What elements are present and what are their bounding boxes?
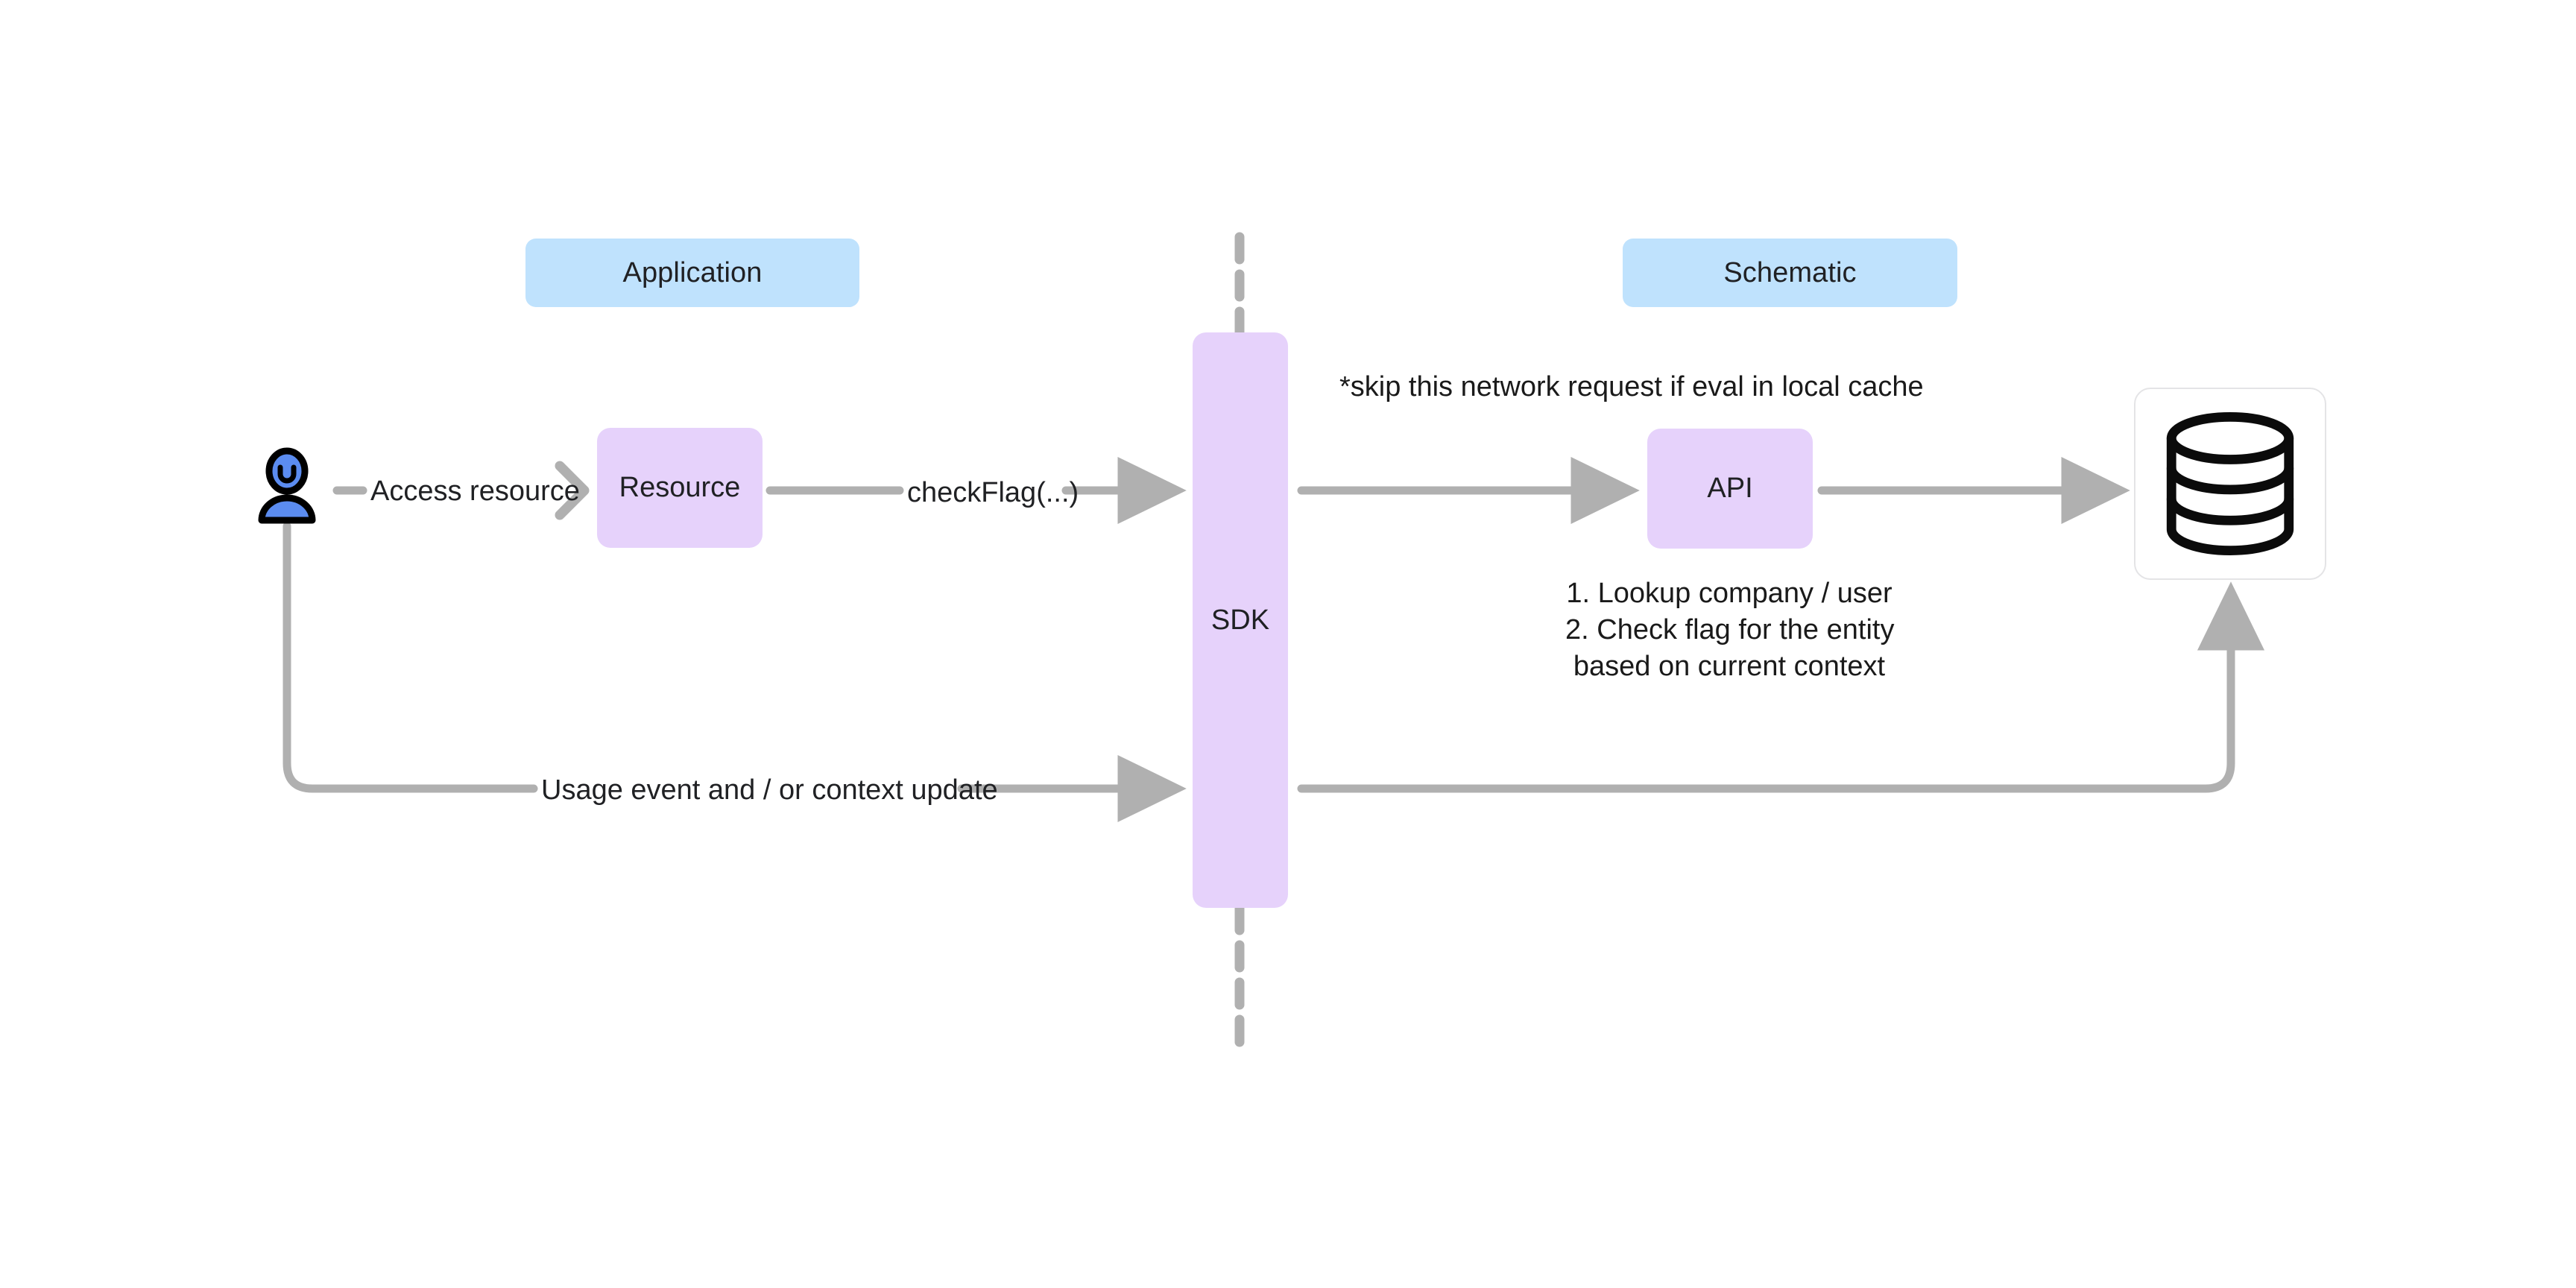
- lane-label-application-text: Application: [622, 256, 763, 288]
- node-api-label: API: [1707, 473, 1753, 504]
- node-sdk[interactable]: SDK: [1193, 332, 1288, 908]
- chevron-access-resource: [555, 461, 590, 520]
- lane-label-schematic: Schematic: [1623, 239, 1957, 307]
- node-resource[interactable]: Resource: [597, 428, 763, 548]
- database-icon: [2166, 412, 2294, 555]
- node-sdk-label: SDK: [1210, 604, 1270, 636]
- wire-sdk-to-database-events: [1297, 581, 2265, 793]
- note-api-step-2: 2. Check flag for the entity: [1565, 614, 1895, 645]
- lane-label-application: Application: [525, 239, 859, 307]
- note-skip-cache-text: *skip this network request if eval in lo…: [1339, 371, 1924, 402]
- note-skip-cache: *skip this network request if eval in lo…: [1339, 371, 1924, 403]
- note-api-step-3: based on current context: [1573, 651, 1886, 682]
- node-database[interactable]: [2134, 388, 2326, 580]
- user-icon: [254, 444, 320, 526]
- edge-label-usage-event-text: Usage event and / or context update: [541, 774, 998, 806]
- edge-label-access-resource: Access resource: [370, 476, 580, 508]
- lane-label-schematic-text: Schematic: [1723, 256, 1857, 288]
- note-api-steps: 1. Lookup company / user 2. Check flag f…: [1565, 575, 1895, 685]
- note-api-step-1: 1. Lookup company / user: [1566, 578, 1892, 609]
- wire-user-loop-down: [282, 522, 538, 793]
- node-resource-label: Resource: [619, 472, 741, 503]
- edge-label-check-flag: checkFlag(...): [907, 477, 1079, 509]
- edge-label-access-resource-text: Access resource: [370, 476, 580, 507]
- edge-label-usage-event: Usage event and / or context update: [541, 774, 998, 806]
- node-api[interactable]: API: [1647, 429, 1813, 549]
- edge-label-check-flag-text: checkFlag(...): [907, 477, 1079, 508]
